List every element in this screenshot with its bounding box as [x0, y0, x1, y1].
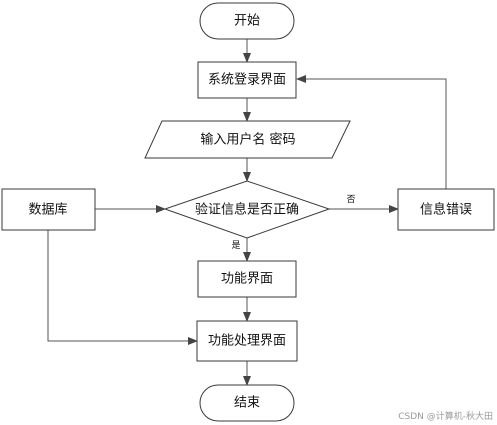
login-label: 系统登录界面 — [208, 73, 286, 88]
end-terminal-shape — [199, 384, 295, 422]
node-database: 数据库 — [1, 188, 96, 231]
edge-label-yes: 是 — [231, 240, 240, 251]
function-process-shape — [197, 260, 297, 298]
database-process-shape — [1, 188, 96, 231]
edge-error-to-login — [296, 75, 447, 189]
input-label: 输入用户名 密码 — [200, 132, 295, 148]
verify-decision-shape — [163, 180, 331, 239]
process-label: 功能处理界面 — [208, 334, 286, 349]
node-function: 功能界面 — [197, 260, 297, 298]
node-end: 结束 — [199, 384, 295, 422]
node-error: 信息错误 — [397, 188, 495, 231]
function-label: 功能界面 — [221, 272, 273, 287]
database-label: 数据库 — [28, 202, 67, 218]
node-login: 系统登录界面 — [197, 61, 297, 99]
process-process-shape — [196, 320, 298, 362]
node-input: 输入用户名 密码 — [144, 120, 351, 159]
edge-database-to-process — [47, 230, 198, 345]
node-start: 开始 — [199, 2, 295, 40]
verify-label: 验证信息是否正确 — [195, 202, 299, 218]
input-parallelogram-shape — [144, 120, 351, 159]
edges — [47, 39, 447, 386]
login-process-shape — [197, 61, 297, 99]
watermark: CSDN @计算机-秋大田 — [398, 412, 493, 422]
start-terminal-shape — [199, 2, 295, 40]
error-process-shape — [397, 188, 495, 231]
end-label: 结束 — [234, 396, 260, 411]
error-label: 信息错误 — [420, 202, 472, 218]
node-verify: 验证信息是否正确 — [163, 180, 331, 239]
edge-label-no: 否 — [346, 194, 355, 205]
start-label: 开始 — [234, 14, 260, 29]
node-process: 功能处理界面 — [196, 320, 298, 362]
